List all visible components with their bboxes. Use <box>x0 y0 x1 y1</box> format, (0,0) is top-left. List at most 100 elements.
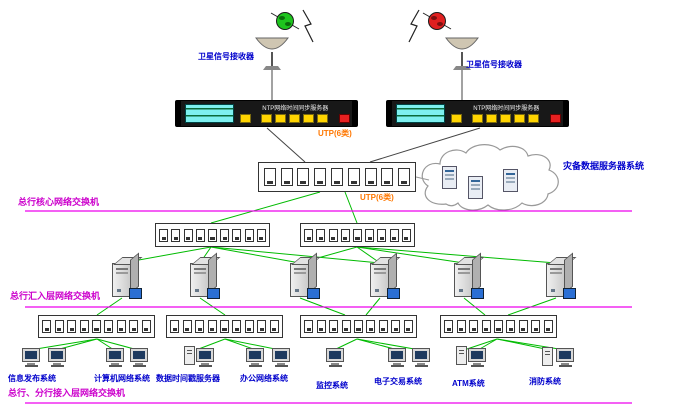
utp-cables <box>266 70 481 163</box>
rj45-port <box>316 228 326 242</box>
rj45-port <box>366 320 376 333</box>
tower-pc-icon <box>542 347 553 366</box>
rj45-port <box>381 168 394 186</box>
eth-port <box>528 114 540 123</box>
rj45-port <box>159 228 169 242</box>
rack-ear <box>176 101 181 126</box>
utp-label-mid: UTP(6类) <box>360 193 394 202</box>
ntp-time-server-1: NTP网络时间同步服务器 <box>175 100 358 127</box>
system-label: 信息发布系统 <box>8 374 56 383</box>
tier-label-access: 总行、分行接入层网络交换机 <box>8 388 126 398</box>
system-label: 数据时间戳服务器 <box>156 374 220 383</box>
mini-monitor-icon <box>387 288 400 299</box>
server-tower <box>546 263 576 299</box>
cloud-server-icon <box>442 166 457 189</box>
server-tower <box>370 263 400 299</box>
rj45-port <box>329 320 339 333</box>
access-switch-2 <box>166 315 283 338</box>
rj45-port <box>481 320 491 333</box>
monitor-icon <box>272 348 290 367</box>
system-label: ATM系统 <box>452 379 485 388</box>
access-switch-1 <box>38 315 155 338</box>
rj45-port <box>207 320 217 333</box>
rj45-port <box>195 320 205 333</box>
rj45-port <box>352 228 362 242</box>
rj45-port <box>353 320 363 333</box>
rj45-port <box>232 228 242 242</box>
cloud-shape <box>421 144 559 211</box>
rj45-port <box>244 228 254 242</box>
console-port <box>550 114 562 123</box>
core-network-switch <box>258 162 416 192</box>
rj45-port <box>403 320 413 333</box>
tier-label-aggregation: 总行汇入层网络交换机 <box>10 291 101 301</box>
rj45-port <box>377 228 387 242</box>
monitor-icon <box>22 348 40 367</box>
rj45-port <box>328 228 338 242</box>
aggregation-switch-right <box>300 223 415 247</box>
rj45-port <box>444 320 454 333</box>
tower-pc-icon <box>456 346 467 365</box>
lightning-bolt-icons <box>302 9 420 43</box>
server-tower <box>290 263 320 299</box>
satellite-dish-left-icon <box>255 37 289 70</box>
rj45-port <box>256 228 266 242</box>
rack-ear <box>563 101 568 126</box>
rj45-port <box>518 320 528 333</box>
ntp-time-server-2: NTP网络时间同步服务器 <box>386 100 569 127</box>
server-tower <box>190 263 220 299</box>
eth-port <box>486 114 498 123</box>
eth-port <box>317 114 329 123</box>
system-label: 监控系统 <box>316 381 348 390</box>
rj45-port <box>341 320 351 333</box>
rj45-port <box>531 320 541 333</box>
eth-port <box>472 114 484 123</box>
rj45-port <box>232 320 242 333</box>
eth-port-row <box>451 114 562 124</box>
ntp-server-title: NTP网络时间同步服务器 <box>262 106 329 112</box>
cloud-server-icon <box>468 176 483 199</box>
rj45-port <box>316 320 326 333</box>
eth-port <box>303 114 315 123</box>
rj45-port <box>340 228 350 242</box>
server-tower <box>454 263 484 299</box>
rj45-port <box>141 320 151 333</box>
receiver-label-left: 卫星信号接收器 <box>198 52 254 61</box>
rj45-port <box>54 320 64 333</box>
system-label: 消防系统 <box>529 377 561 386</box>
rj45-port <box>182 320 192 333</box>
monitor-icon <box>468 348 486 367</box>
rj45-port <box>493 320 503 333</box>
console-port <box>339 114 351 123</box>
rj45-port <box>378 320 388 333</box>
rj45-port <box>304 320 314 333</box>
rj45-port <box>469 320 479 333</box>
monitor-icon <box>412 348 430 367</box>
monitor-icon <box>246 348 264 367</box>
monitor-icon <box>326 348 344 367</box>
access-switch-4 <box>440 315 557 338</box>
rj45-port <box>389 228 399 242</box>
tower-pc-icon <box>184 346 195 365</box>
rj45-port <box>183 228 193 242</box>
rj45-port <box>269 320 279 333</box>
eth-port <box>240 114 252 123</box>
rj45-port <box>347 168 360 186</box>
mini-monitor-icon <box>563 288 576 299</box>
rj45-port <box>91 320 101 333</box>
ntp-server-title: NTP网络时间同步服务器 <box>473 106 540 112</box>
rj45-port <box>170 320 180 333</box>
monitor-icon <box>106 348 124 367</box>
rj45-port <box>304 228 314 242</box>
rj45-port <box>506 320 516 333</box>
rj45-port <box>398 168 411 186</box>
rj45-port <box>365 228 375 242</box>
rj45-port <box>116 320 126 333</box>
eth-port <box>261 114 273 123</box>
lcd-display <box>184 104 235 123</box>
rj45-port <box>543 320 553 333</box>
rj45-port <box>42 320 52 333</box>
satellite-dish-right-icon <box>445 37 479 70</box>
access-switch-3 <box>300 315 417 338</box>
